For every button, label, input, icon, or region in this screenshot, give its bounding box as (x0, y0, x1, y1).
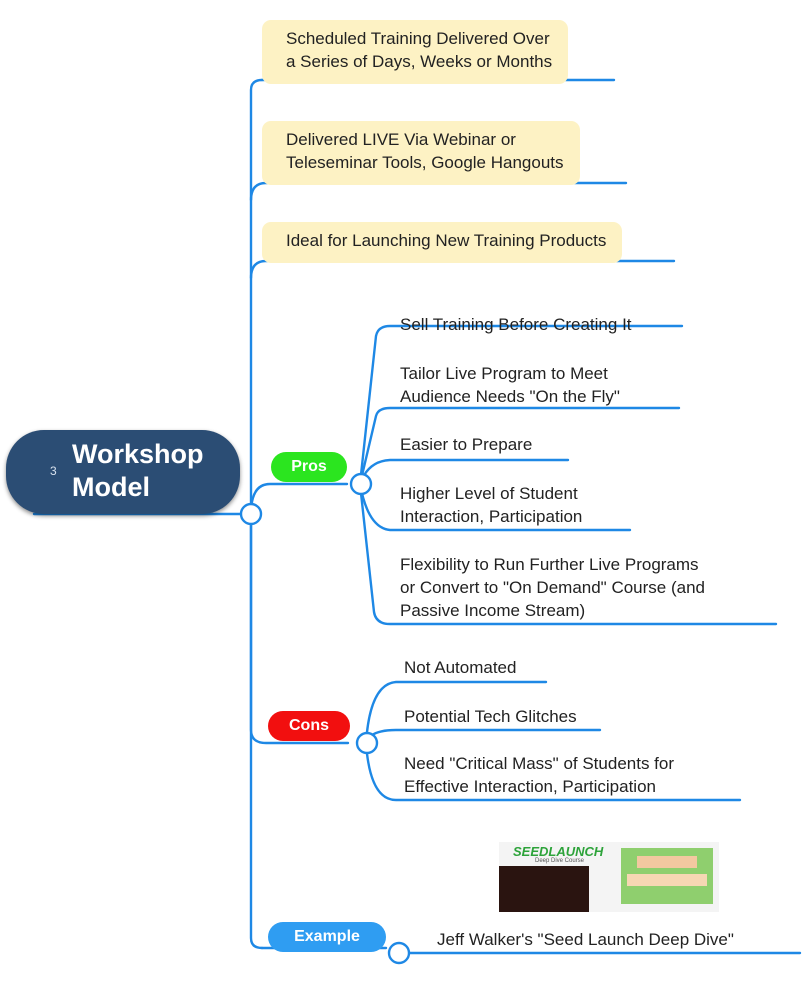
pros-item-2-line1: Tailor Live Program to Meet (400, 364, 608, 383)
video-preview (499, 866, 589, 912)
pros-item-5-line2: or Convert to "On Demand" Course (and (400, 578, 705, 597)
topic-ideal-line1: Ideal for Launching New Training Product… (286, 231, 607, 250)
pros-item-3-line1: Easier to Prepare (400, 435, 533, 454)
root-handle[interactable] (239, 502, 263, 526)
topic-scheduled-line1: Scheduled Training Delivered Over (286, 29, 550, 48)
topic-ideal[interactable]: Ideal for Launching New Training Product… (262, 222, 623, 263)
cons-topic[interactable]: Cons (268, 711, 350, 741)
example-thumbnail-sub: Deep Dive Course (535, 858, 585, 864)
topic-live-line2: Teleseminar Tools, Google Hangouts (286, 153, 564, 172)
cons-item-3-line2: Effective Interaction, Participation (404, 777, 656, 796)
connector-live (249, 181, 628, 202)
cons-item-3[interactable]: Need "Critical Mass" of Students for Eff… (400, 750, 678, 800)
pros-handle[interactable] (349, 472, 373, 496)
cons-line-2 (364, 728, 602, 745)
pros-topic[interactable]: Pros (271, 452, 347, 482)
topic-live[interactable]: Delivered LIVE Via Webinar or Telesemina… (262, 121, 580, 185)
connector-ideal (249, 259, 676, 280)
cons-item-3-line1: Need "Critical Mass" of Students for (404, 754, 675, 773)
pros-item-2-line2: Audience Needs "On the Fly" (400, 387, 620, 406)
example-topic[interactable]: Example (268, 922, 386, 952)
pros-item-4-line2: Interaction, Participation (400, 507, 583, 526)
topic-live-line1: Delivered LIVE Via Webinar or (286, 130, 516, 149)
example-item-text: Jeff Walker's "Seed Launch Deep Dive" (437, 930, 734, 949)
topic-scheduled[interactable]: Scheduled Training Delivered Over a Seri… (262, 20, 569, 84)
root-title: Workshop Model (72, 438, 204, 504)
root-title-line1: Workshop (72, 439, 204, 469)
connector-pros (249, 482, 349, 516)
pros-item-4-line1: Higher Level of Student (400, 484, 578, 503)
pros-item-2[interactable]: Tailor Live Program to Meet Audience Nee… (396, 360, 624, 410)
pros-line-2 (358, 406, 681, 486)
pros-item-5-line3: Passive Income Stream) (400, 601, 586, 620)
pros-item-3[interactable]: Easier to Prepare (396, 431, 536, 458)
banner-stripe-2 (627, 874, 707, 886)
pros-item-1-line1: Sell Training Before Creating It (400, 315, 632, 334)
pros-item-1[interactable]: Sell Training Before Creating It (396, 311, 636, 338)
cons-handle[interactable] (355, 731, 379, 755)
cons-line-3 (364, 741, 742, 802)
pros-line-1 (358, 324, 684, 486)
cons-line-1 (364, 680, 548, 745)
topic-scheduled-line2: a Series of Days, Weeks or Months (286, 52, 553, 71)
example-thumbnail[interactable]: SEEDLAUNCH Deep Dive Course (499, 842, 719, 912)
root-title-line2: Model (72, 472, 150, 502)
root-number: 3 (50, 464, 57, 478)
example-thumbnail-logo: SEEDLAUNCH (513, 844, 604, 859)
pros-line-5 (358, 482, 778, 626)
cons-item-2-line1: Potential Tech Glitches (404, 707, 577, 726)
pros-item-5-line1: Flexibility to Run Further Live Programs (400, 555, 699, 574)
cons-item-1-line1: Not Automated (404, 658, 517, 677)
example-handle[interactable] (387, 941, 411, 965)
root-topic[interactable]: 3 Workshop Model (6, 430, 240, 514)
trunk-top (249, 78, 264, 516)
pros-item-5[interactable]: Flexibility to Run Further Live Programs… (396, 551, 709, 624)
cons-item-2[interactable]: Potential Tech Glitches (400, 703, 581, 730)
pros-item-4[interactable]: Higher Level of Student Interaction, Par… (396, 480, 586, 530)
cons-item-1[interactable]: Not Automated (400, 654, 520, 681)
banner-stripe-1 (637, 856, 697, 868)
connector-cons (249, 512, 350, 745)
trunk-bottom (249, 512, 264, 950)
example-item[interactable]: Jeff Walker's "Seed Launch Deep Dive" (433, 926, 738, 953)
